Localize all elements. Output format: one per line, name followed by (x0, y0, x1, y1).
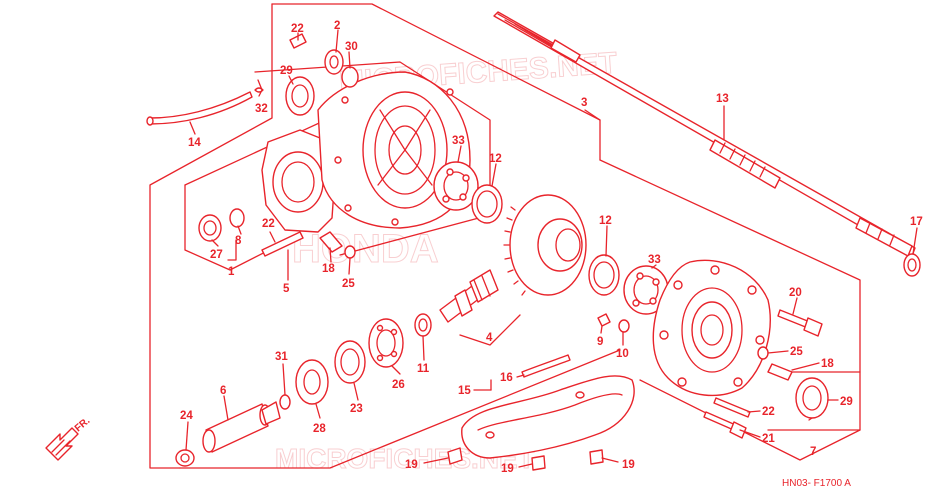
washer-25-right (757, 346, 769, 360)
callout-26: 26 (392, 379, 405, 391)
callout-25-right: 25 (790, 346, 803, 358)
callout-20: 20 (789, 287, 802, 299)
breather-tube (146, 79, 264, 126)
front-direction-arrow-icon (45, 427, 79, 461)
callout-30: 30 (345, 41, 358, 53)
callout-33: 33 (452, 135, 465, 147)
leader-lines (185, 29, 918, 468)
callout-10: 10 (616, 348, 629, 360)
callout-24: 24 (180, 410, 193, 422)
callout-25-left: 25 (342, 278, 355, 290)
callout-19-right: 19 (622, 459, 635, 471)
nut-24 (175, 449, 195, 467)
final-gear-case (261, 71, 471, 233)
callout-13: 13 (716, 93, 729, 105)
stud-22-left (261, 231, 304, 257)
watermark-middle: HONDA (292, 227, 439, 271)
callout-33-right: 33 (648, 254, 661, 266)
oil-seal-27 (198, 214, 222, 242)
diagram-code-label: HN03- F1700 A (782, 478, 851, 489)
callout-2: 2 (334, 20, 340, 32)
o-ring-10 (618, 319, 630, 333)
ring-gear (503, 194, 587, 296)
callout-6: 6 (220, 385, 226, 397)
callout-16: 16 (500, 372, 513, 384)
callout-19-left: 19 (405, 459, 418, 471)
callout-1: 1 (228, 266, 235, 278)
rear-axle-shaft (493, 11, 921, 277)
pinion-gear (439, 269, 499, 323)
o-ring-8 (229, 208, 245, 228)
callout-19-middle: 19 (501, 463, 514, 475)
callout-5: 5 (283, 283, 290, 295)
joint-6 (202, 401, 281, 453)
callout-32: 32 (255, 103, 268, 115)
oil-seal-29-right (795, 377, 829, 419)
bearing-23 (334, 340, 366, 384)
callout-23: 23 (350, 403, 363, 415)
callout-31: 31 (275, 351, 288, 363)
gear-case-cover (652, 259, 771, 397)
o-ring-30 (341, 66, 359, 88)
callout-7: 7 (810, 446, 816, 458)
callout-15: 15 (458, 385, 471, 397)
callout-9: 9 (597, 336, 603, 348)
bushing-2 (324, 49, 344, 75)
callout-22-right: 22 (762, 406, 775, 418)
guard-plate (447, 354, 635, 471)
stud-22-right (713, 397, 751, 418)
callout-18-left: 18 (322, 263, 335, 275)
group-frame-lines (149, 3, 861, 469)
callout-12: 12 (489, 153, 502, 165)
collar-11 (414, 313, 432, 337)
o-ring-31 (279, 394, 291, 410)
oil-seal-29-top (285, 76, 315, 116)
callout-28: 28 (313, 423, 326, 435)
callout-29-right: 29 (840, 396, 853, 408)
callout-18-right: 18 (821, 358, 834, 370)
bolt-18-left (319, 231, 343, 253)
shim-12-right (588, 254, 620, 296)
callout-numbers: 22 2 30 29 32 14 3 13 17 33 12 12 33 20 … (180, 20, 923, 475)
callout-27: 27 (210, 249, 223, 261)
bearing-26 (368, 318, 404, 368)
callout-12-right: 12 (599, 215, 612, 227)
bolt-18-right (767, 363, 793, 381)
callout-21: 21 (762, 433, 775, 445)
axle-nut-17 (903, 253, 921, 277)
coupling-28 (295, 359, 329, 405)
callout-3: 3 (581, 97, 587, 109)
callout-22-left: 22 (262, 218, 275, 230)
washer-25-left (344, 245, 356, 259)
callout-14: 14 (188, 137, 201, 149)
callout-8: 8 (235, 235, 242, 247)
callout-22: 22 (291, 23, 304, 35)
callout-17: 17 (910, 216, 923, 228)
callout-4: 4 (486, 332, 493, 344)
callout-29: 29 (280, 65, 293, 77)
callout-11: 11 (417, 363, 430, 375)
dowel-pin-9 (597, 313, 611, 327)
